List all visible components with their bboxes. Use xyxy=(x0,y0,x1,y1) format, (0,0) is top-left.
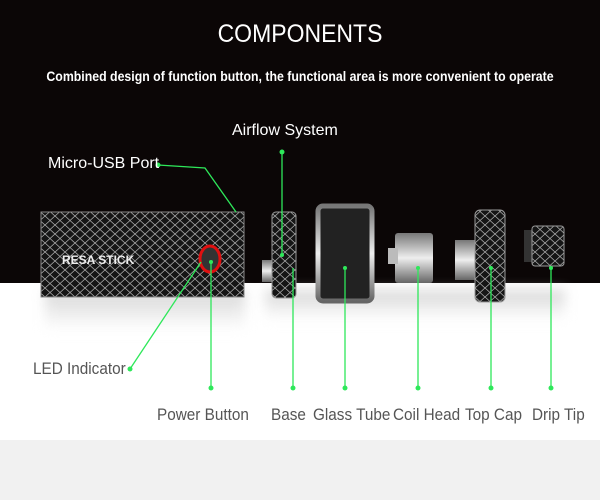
leader-lines xyxy=(129,152,552,388)
label-micro-usb: Micro-USB Port xyxy=(48,155,160,172)
label-coil-head: Coil Head xyxy=(393,405,461,424)
label-base: Base xyxy=(271,405,306,424)
label-top-cap: Top Cap xyxy=(465,405,522,424)
coil-head-part xyxy=(395,233,433,283)
label-power-button: Power Button xyxy=(157,405,249,424)
label-led: LED Indicator xyxy=(33,359,126,378)
top-cap-part xyxy=(455,240,477,280)
brand-logo: RESA STICK xyxy=(62,253,135,267)
footer-strip xyxy=(0,440,600,500)
page-subtitle: Combined design of function button, the … xyxy=(46,68,554,84)
label-drip-tip: Drip Tip xyxy=(532,405,585,424)
label-airflow: Airflow System xyxy=(232,122,338,139)
label-glass-tube: Glass Tube xyxy=(313,405,391,424)
tank-reflection xyxy=(265,290,565,320)
led-power-button xyxy=(198,244,222,274)
page-title: COMPONENTS xyxy=(217,20,383,48)
base-part xyxy=(262,260,274,282)
